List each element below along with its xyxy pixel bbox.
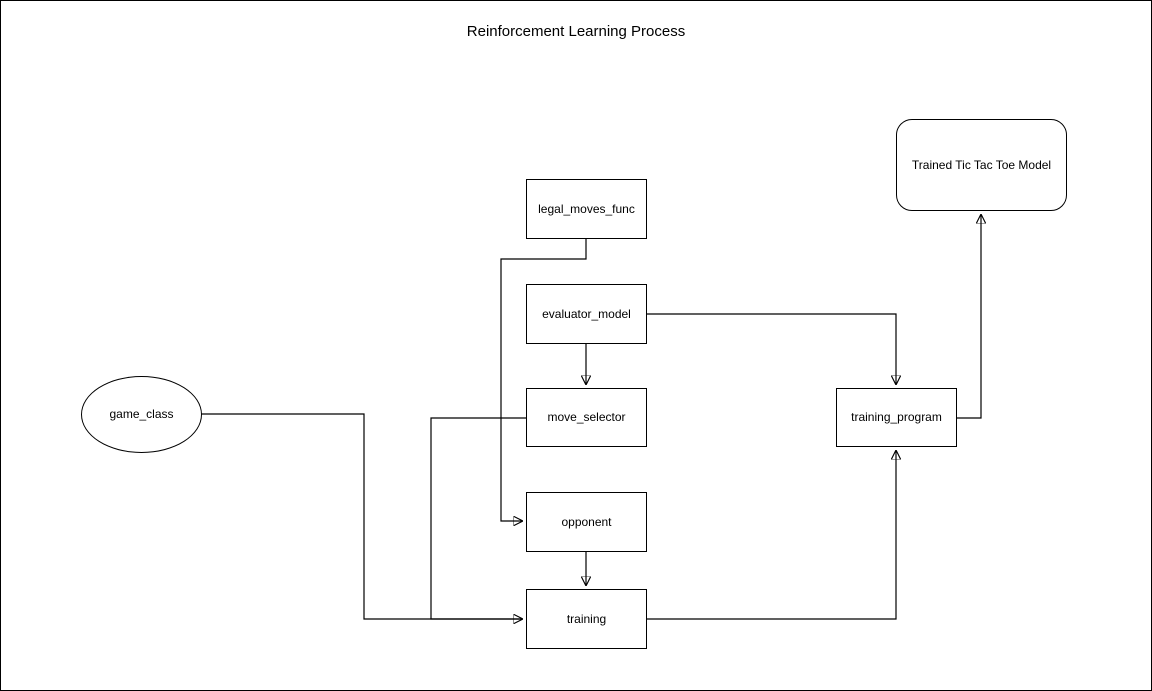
node-trained-model-label: Trained Tic Tac Toe Model [911, 157, 1052, 172]
node-training-program: training_program [836, 388, 957, 447]
node-legal-moves-func-label: legal_moves_func [538, 201, 635, 216]
node-trained-model: Trained Tic Tac Toe Model [896, 119, 1067, 211]
node-opponent: opponent [526, 492, 647, 552]
node-opponent-label: opponent [561, 514, 612, 529]
edge-legal-moves-func-to-opponent [500, 239, 587, 521]
node-training-program-label: training_program [851, 410, 942, 425]
edge-training-program-to-trained-model [957, 215, 981, 419]
node-game-class-label: game_class [109, 407, 174, 422]
edge-evaluator-model-to-training-program [647, 313, 896, 384]
edge-move-selector-to-training [430, 417, 526, 620]
node-game-class: game_class [81, 376, 202, 453]
node-evaluator-model: evaluator_model [526, 284, 647, 344]
diagram-title: Reinforcement Learning Process [466, 23, 686, 40]
node-training-label: training [566, 611, 607, 626]
node-training: training [526, 589, 647, 649]
node-legal-moves-func: legal_moves_func [526, 179, 647, 239]
node-evaluator-model-label: evaluator_model [542, 306, 631, 321]
node-move-selector: move_selector [526, 388, 647, 447]
edge-game-class-to-training [201, 413, 522, 619]
edge-training-to-training-program [647, 451, 896, 620]
node-move-selector-label: move_selector [547, 410, 626, 425]
